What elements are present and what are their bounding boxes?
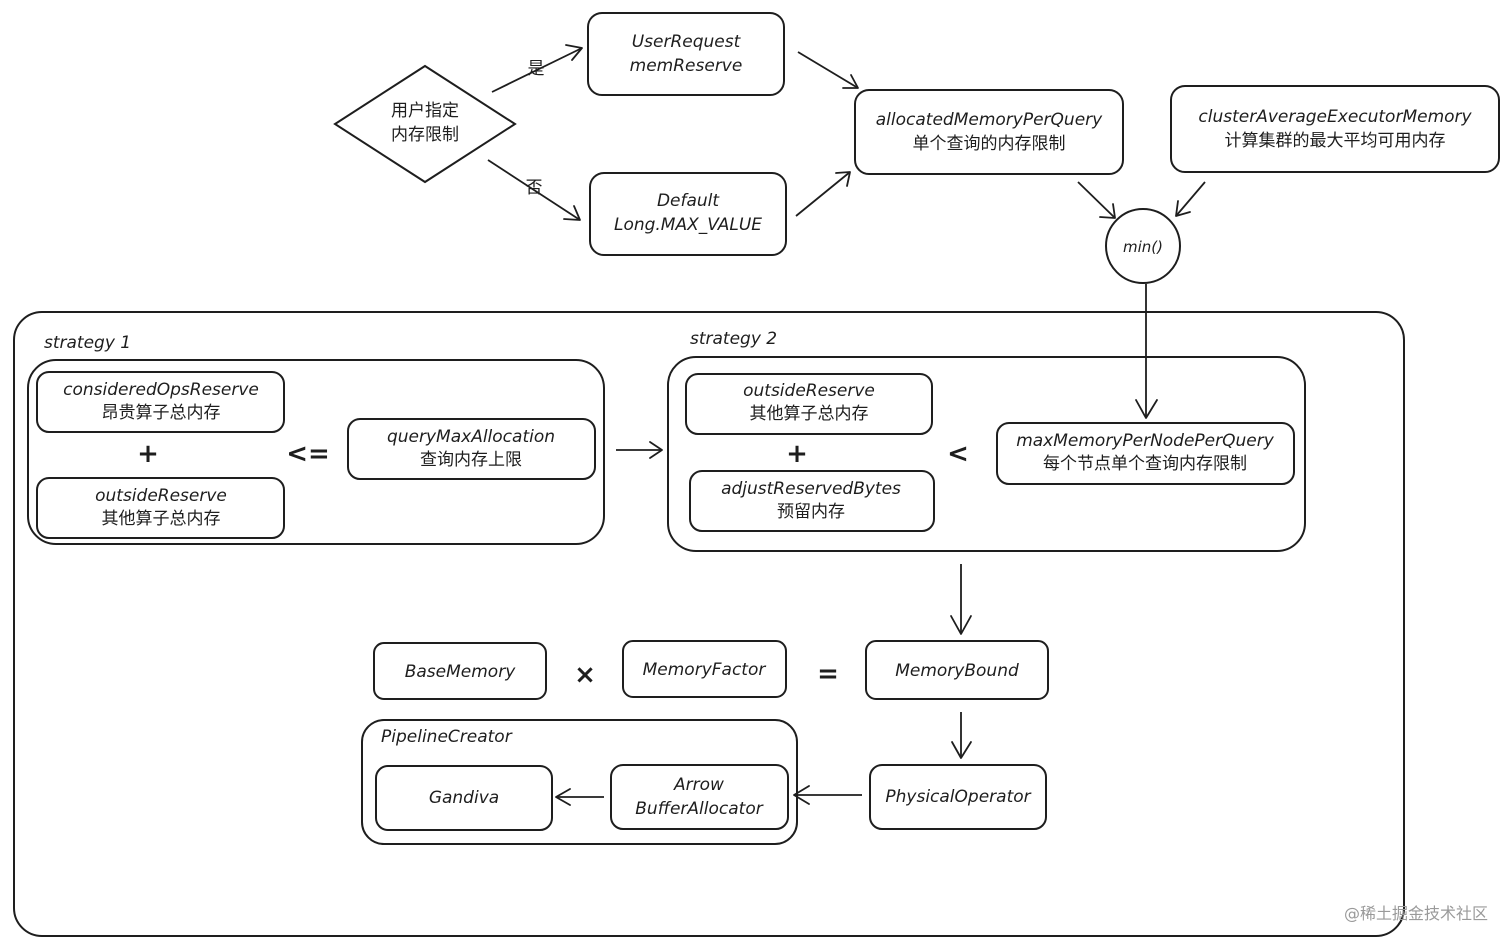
userrequest-line2: memReserve [630, 56, 743, 76]
physical-operator-box: PhysicalOperator [869, 764, 1047, 830]
adjust-line1: adjustReservedBytes [721, 479, 901, 499]
query-max-line2: 查询内存上限 [420, 450, 522, 470]
edge-strategy1-to-strategy2 [616, 441, 663, 459]
considered-line1: consideredOpsReserve [63, 380, 259, 400]
gandiva-box: Gandiva [375, 765, 553, 831]
min-node: min() [1105, 208, 1181, 284]
outside-box-s1: outsideReserve 其他算子总内存 [36, 477, 285, 539]
arrow-allocator-box: Arrow BufferAllocator [610, 764, 789, 830]
edge-userrequest-to-allocated [797, 51, 859, 89]
allocated-box: allocatedMemoryPerQuery 单个查询的内存限制 [854, 89, 1124, 175]
edge-physical-to-arrow [793, 785, 862, 805]
strategy2-title: strategy 2 [690, 329, 777, 349]
outside-s1-line2: 其他算子总内存 [102, 509, 221, 529]
decision-node: 用户指定 内存限制 [333, 64, 517, 184]
strategy1-plus: + [137, 439, 159, 469]
max-per-node-line1: maxMemoryPerNodePerQuery [1016, 431, 1275, 451]
query-max-line1: queryMaxAllocation [387, 427, 555, 447]
decision-label-line2: 内存限制 [391, 125, 459, 145]
memory-factor-label: MemoryFactor [643, 660, 767, 680]
gandiva-label: Gandiva [429, 788, 499, 808]
formula-times: × [574, 660, 596, 690]
edge-decision-to-userrequest: 是 [491, 44, 583, 93]
edge-cluster-to-min [1175, 181, 1206, 217]
adjust-line2: 预留内存 [777, 502, 845, 522]
outside-box-s2: outsideReserve 其他算子总内存 [685, 373, 933, 435]
outside-s2-line2: 其他算子总内存 [750, 404, 869, 424]
edge-label-no: 否 [526, 178, 543, 198]
edge-min-to-maxmemory [1135, 284, 1158, 419]
allocated-line1: allocatedMemoryPerQuery [876, 110, 1103, 130]
default-line1: Default [657, 191, 720, 211]
memory-factor-box: MemoryFactor [622, 640, 787, 698]
min-label: min() [1123, 238, 1163, 256]
base-memory-label: BaseMemory [405, 662, 516, 682]
cluster-avg-line1: clusterAverageExecutorMemory [1198, 107, 1472, 127]
outside-s1-line1: outsideReserve [95, 486, 227, 506]
edge-label-yes: 是 [528, 59, 545, 79]
edge-decision-to-default: 否 [487, 159, 581, 221]
edge-memorybound-to-physical [951, 712, 972, 759]
default-line2: Long.MAX_VALUE [614, 215, 762, 235]
query-max-box: queryMaxAllocation 查询内存上限 [347, 418, 596, 480]
max-per-node-line2: 每个节点单个查询内存限制 [1043, 454, 1247, 474]
strategy1-title: strategy 1 [44, 333, 131, 353]
arrow-allocator-line1: Arrow [673, 775, 724, 795]
memory-bound-box: MemoryBound [865, 640, 1049, 700]
watermark: @稀土掘金技术社区 [1344, 904, 1488, 923]
userrequest-box: UserRequest memReserve [587, 12, 785, 96]
pipeline-frame [361, 719, 798, 845]
considered-box: consideredOpsReserve 昂贵算子总内存 [36, 371, 285, 433]
strategy1-frame [27, 359, 605, 545]
arrow-allocator-line2: BufferAllocator [635, 799, 763, 819]
physical-operator-label: PhysicalOperator [885, 787, 1031, 807]
base-memory-box: BaseMemory [373, 642, 547, 700]
considered-line2: 昂贵算子总内存 [102, 403, 221, 423]
memory-bound-label: MemoryBound [895, 661, 1019, 681]
edge-allocated-to-min [1077, 181, 1116, 219]
allocated-line2: 单个查询的内存限制 [913, 134, 1066, 154]
userrequest-line1: UserRequest [632, 32, 742, 52]
max-per-node-box: maxMemoryPerNodePerQuery 每个节点单个查询内存限制 [996, 422, 1295, 485]
decision-label-line1: 用户指定 [391, 101, 459, 121]
strategy2-compare: < [947, 439, 969, 469]
edge-strategy2-to-memorybound [950, 564, 972, 635]
pipeline-title: PipelineCreator [381, 727, 513, 747]
strategy2-frame [667, 356, 1306, 552]
default-box: Default Long.MAX_VALUE [589, 172, 787, 256]
outside-s2-line1: outsideReserve [743, 381, 875, 401]
edge-default-to-allocated [795, 171, 851, 217]
outer-frame [13, 311, 1405, 937]
cluster-avg-line2: 计算集群的最大平均可用内存 [1225, 131, 1446, 151]
formula-equals: = [817, 659, 839, 689]
strategy1-compare: <= [286, 439, 330, 469]
adjust-box: adjustReservedBytes 预留内存 [689, 470, 935, 532]
strategy2-plus: + [786, 439, 808, 469]
edge-arrow-to-gandiva [555, 788, 604, 806]
cluster-avg-box: clusterAverageExecutorMemory 计算集群的最大平均可用… [1170, 85, 1500, 173]
